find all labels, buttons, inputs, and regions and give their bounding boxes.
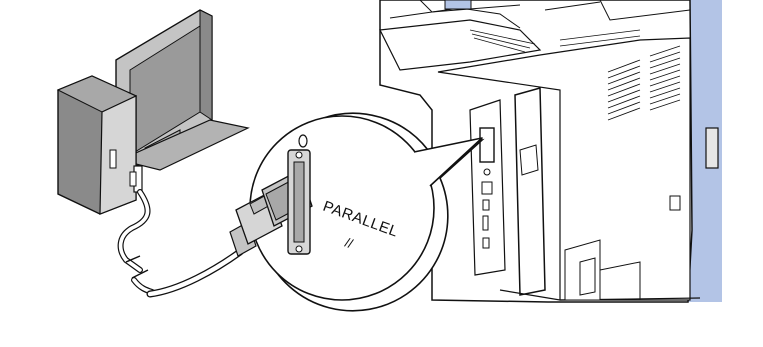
printer-vents <box>607 45 681 121</box>
computer-tower <box>56 75 143 215</box>
computer-illustration <box>56 9 250 295</box>
callout-bubble: PARALLEL // <box>146 112 485 312</box>
parallel-port-closeup <box>287 134 311 255</box>
monitor <box>115 9 250 171</box>
printer-side-panel <box>688 0 722 302</box>
parallel-port <box>479 127 495 163</box>
printer-illustration <box>379 0 722 303</box>
